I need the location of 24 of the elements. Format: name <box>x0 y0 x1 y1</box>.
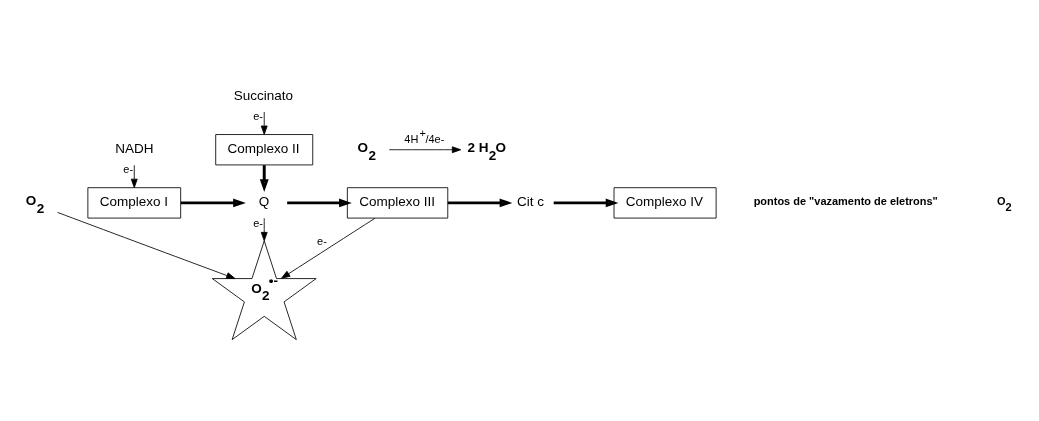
node-box: Complexo I <box>87 187 182 219</box>
arrow <box>553 198 619 208</box>
arrow <box>259 165 269 193</box>
edge-label: e- <box>253 110 264 123</box>
arrow <box>287 198 352 208</box>
arrow <box>57 212 236 279</box>
arrow <box>130 164 138 188</box>
edge-label: e- <box>317 235 327 248</box>
arrow <box>260 217 268 242</box>
node-text: Q <box>258 194 270 210</box>
arrow <box>447 198 513 208</box>
node-box: Complexo III <box>346 187 449 219</box>
node-box: Complexo IV <box>613 187 717 219</box>
arrow <box>388 146 462 154</box>
node-text: NADH <box>115 140 154 156</box>
node-box: Complexo II <box>215 134 314 166</box>
node-text: Cit c <box>516 194 544 210</box>
label: pontos de "vazamento de eletrons" <box>753 194 938 207</box>
arrow <box>281 217 376 279</box>
edge-label: e- <box>123 163 134 176</box>
edge-label: e- <box>253 216 264 229</box>
arrow <box>180 198 246 208</box>
node-text: Succinato <box>233 87 294 103</box>
arrow <box>260 111 268 135</box>
